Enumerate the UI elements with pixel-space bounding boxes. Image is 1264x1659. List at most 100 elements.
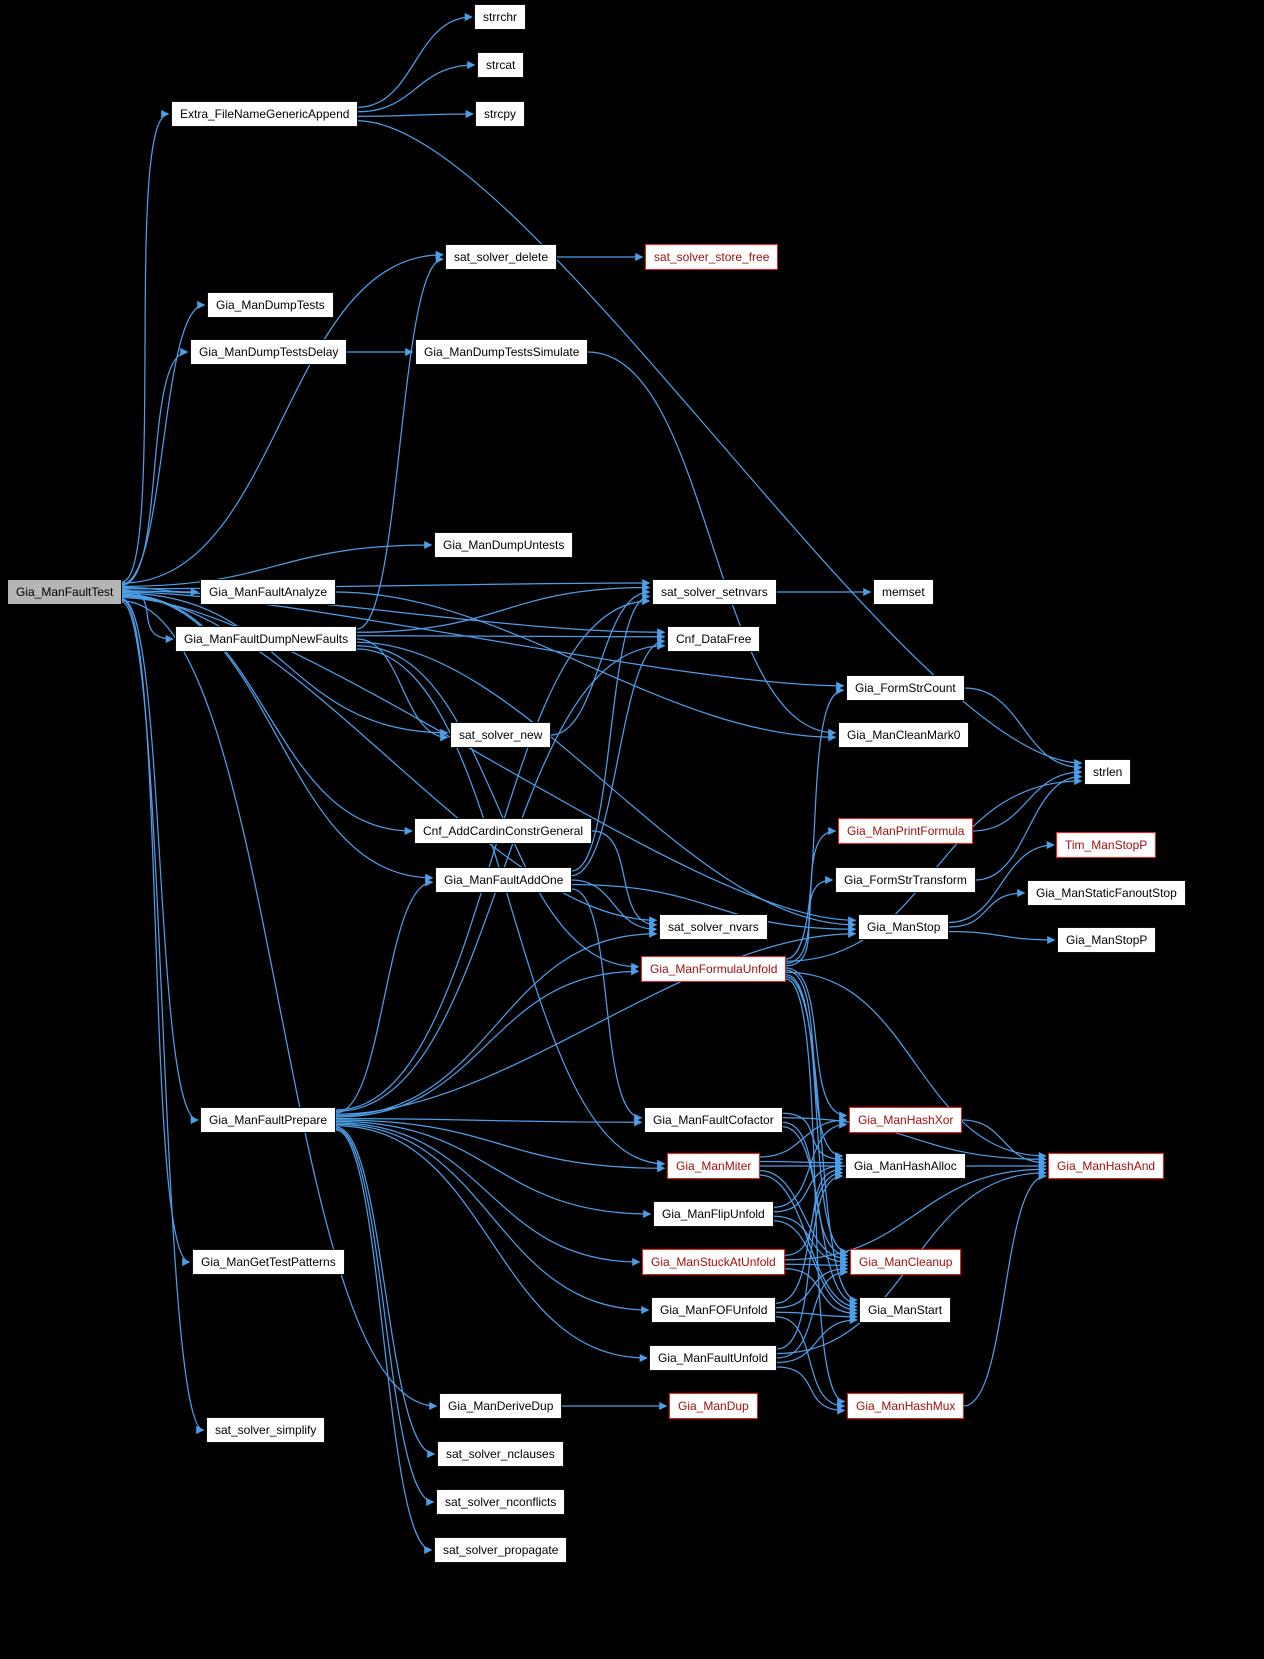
edge-Gia_ManFaultPrepare--Gia_ManStuckAtUnfold bbox=[335, 1122, 641, 1267]
node-sat_solver_propagate[interactable]: sat_solver_propagate bbox=[434, 1537, 568, 1563]
edge-Gia_ManStop--Gia_ManStopP bbox=[948, 930, 1056, 945]
edge-Gia_FormStrTransform--strlen bbox=[975, 772, 1083, 881]
edge-Gia_ManStop--Gia_ManStaticFanoutStop bbox=[948, 888, 1026, 928]
edge-Gia_ManFaultDumpNewFaults--sat_solver_delete bbox=[356, 255, 444, 630]
edge-Gia_ManFOFUnfold--Gia_ManHashAlloc bbox=[775, 1168, 844, 1304]
edge-Gia_ManFaultTest--sat_solver_simplify bbox=[121, 601, 205, 1434]
node-Gia_ManStaticFanoutStop[interactable]: Gia_ManStaticFanoutStop bbox=[1027, 880, 1186, 906]
node-Gia_ManHashAlloc[interactable]: Gia_ManHashAlloc bbox=[845, 1153, 966, 1179]
edge-Gia_ManHashMux--Gia_ManHashAnd bbox=[963, 1171, 1047, 1407]
edge-Gia_FormStrCount--strlen bbox=[964, 687, 1083, 772]
edge-Gia_ManFlipUnfold--Gia_ManCleanup bbox=[773, 1215, 849, 1267]
edge-Gia_ManFaultPrepare--Gia_ManFlipUnfold bbox=[335, 1120, 652, 1219]
node-strlen[interactable]: strlen bbox=[1084, 759, 1132, 785]
node-Gia_ManDumpTestsSimulate[interactable]: Gia_ManDumpTestsSimulate bbox=[415, 339, 589, 365]
node-Gia_ManMiter[interactable]: Gia_ManMiter bbox=[667, 1153, 761, 1179]
node-Gia_FormStrTransform[interactable]: Gia_FormStrTransform bbox=[835, 867, 976, 893]
edge-Gia_ManDumpTestsSimulate--Gia_ManCleanMark0 bbox=[587, 351, 837, 737]
node-Gia_ManFormulaUnfold[interactable]: Gia_ManFormulaUnfold bbox=[641, 956, 787, 982]
node-Gia_ManStart[interactable]: Gia_ManStart bbox=[859, 1297, 952, 1323]
edge-Gia_ManFaultPrepare--Gia_ManMiter bbox=[335, 1119, 666, 1173]
node-Gia_ManHashMux[interactable]: Gia_ManHashMux bbox=[847, 1393, 965, 1419]
edge-Gia_ManStuckAtUnfold--Gia_ManHashAnd bbox=[784, 1165, 1047, 1261]
node-sat_solver_delete[interactable]: sat_solver_delete bbox=[445, 244, 558, 270]
node-Gia_ManDumpTestsDelay[interactable]: Gia_ManDumpTestsDelay bbox=[190, 339, 348, 365]
edge-Gia_ManFaultPrepare--sat_solver_nvars bbox=[335, 929, 658, 1117]
node-Gia_ManFlipUnfold[interactable]: Gia_ManFlipUnfold bbox=[653, 1201, 774, 1227]
edge-Gia_ManFormulaUnfold--Gia_ManCleanup bbox=[785, 973, 849, 1257]
edge-Gia_ManFaultTest--Gia_ManFaultAddOne bbox=[121, 594, 434, 882]
node-Gia_ManGetTestPatterns[interactable]: Gia_ManGetTestPatterns bbox=[192, 1249, 345, 1275]
node-Gia_ManCleanMark0[interactable]: Gia_ManCleanMark0 bbox=[838, 722, 970, 748]
edge-Gia_ManFormulaUnfold--Gia_ManHashAnd bbox=[785, 971, 1047, 1161]
node-Gia_ManStopP[interactable]: Gia_ManStopP bbox=[1057, 927, 1157, 953]
node-Gia_ManFaultAnalyze[interactable]: Gia_ManFaultAnalyze bbox=[200, 579, 337, 605]
node-Gia_ManFaultCofactor[interactable]: Gia_ManFaultCofactor bbox=[644, 1107, 783, 1133]
edge-Gia_ManFaultAddOne--sat_solver_setnvars bbox=[571, 592, 651, 872]
edge-sat_solver_new--sat_solver_setnvars bbox=[550, 587, 651, 736]
edge-Gia_ManFormulaUnfold--Gia_ManHashMux bbox=[785, 978, 846, 1406]
edge-Cnf_AddCardinConstrGeneral--sat_solver_nvars bbox=[591, 830, 658, 929]
node-Gia_ManFaultDumpNewFaults[interactable]: Gia_ManFaultDumpNewFaults bbox=[175, 626, 358, 652]
edge-Gia_ManFaultUnfold--Gia_ManHashAlloc bbox=[776, 1171, 844, 1350]
edge-Gia_ManFaultUnfold--Gia_ManCleanup bbox=[776, 1267, 849, 1359]
edge-Gia_ManFormulaUnfold--Gia_ManHashXor bbox=[785, 967, 848, 1120]
edge-Gia_ManFaultUnfold--Gia_ManStart bbox=[776, 1315, 858, 1364]
node-Gia_ManFaultAddOne[interactable]: Gia_ManFaultAddOne bbox=[435, 867, 573, 893]
edge-Gia_ManFaultPrepare--Gia_ManFormulaUnfold bbox=[335, 967, 640, 1118]
edge-Gia_ManFaultPrepare--sat_solver_nconflicts bbox=[335, 1127, 435, 1507]
edge-Gia_ManFaultPrepare--Gia_ManFaultCofactor bbox=[335, 1117, 643, 1127]
edge-Gia_ManFOFUnfold--Gia_ManStart bbox=[775, 1311, 858, 1321]
edge-Gia_ManFaultPrepare--Gia_ManFaultAddOne bbox=[335, 878, 434, 1114]
edge-Gia_ManFaultTest--Gia_ManDumpTestsDelay bbox=[121, 347, 189, 586]
edge-Extra_FileNameGenericAppend--strcat bbox=[357, 60, 476, 113]
node-Cnf_DataFree[interactable]: Cnf_DataFree bbox=[667, 626, 761, 652]
node-Gia_ManFaultTest[interactable]: Gia_ManFaultTest bbox=[7, 579, 123, 605]
node-Gia_ManStuckAtUnfold[interactable]: Gia_ManStuckAtUnfold bbox=[642, 1249, 785, 1275]
node-sat_solver_setnvars[interactable]: sat_solver_setnvars bbox=[652, 579, 777, 605]
node-Gia_ManDumpTests[interactable]: Gia_ManDumpTests bbox=[207, 292, 334, 318]
edge-Gia_ManFaultAddOne--Cnf_DataFree bbox=[571, 637, 666, 877]
node-Tim_ManStopP[interactable]: Tim_ManStopP bbox=[1056, 832, 1157, 858]
node-sat_solver_nclauses[interactable]: sat_solver_nclauses bbox=[437, 1441, 564, 1467]
node-Gia_ManHashAnd[interactable]: Gia_ManHashAnd bbox=[1048, 1153, 1165, 1179]
node-sat_solver_store_free[interactable]: sat_solver_store_free bbox=[645, 244, 779, 270]
node-strrchr[interactable]: strrchr bbox=[474, 4, 526, 30]
edge-Gia_ManStop--Tim_ManStopP bbox=[948, 840, 1055, 924]
edge-Gia_ManFlipUnfold--Gia_ManHashAlloc bbox=[773, 1161, 844, 1213]
node-Gia_FormStrCount[interactable]: Gia_FormStrCount bbox=[846, 675, 965, 701]
node-Gia_ManCleanup[interactable]: Gia_ManCleanup bbox=[850, 1249, 962, 1275]
edge-Gia_ManFaultPrepare--sat_solver_nclauses bbox=[335, 1126, 436, 1459]
node-Gia_ManFOFUnfold[interactable]: Gia_ManFOFUnfold bbox=[651, 1297, 777, 1323]
edge-Gia_ManFlipUnfold--Gia_ManHashXor bbox=[773, 1120, 848, 1208]
node-Gia_ManDup[interactable]: Gia_ManDup bbox=[669, 1393, 758, 1419]
node-Gia_ManStop[interactable]: Gia_ManStop bbox=[858, 914, 950, 940]
node-memset[interactable]: memset bbox=[873, 579, 934, 605]
node-Extra_FileNameGenericAppend[interactable]: Extra_FileNameGenericAppend bbox=[171, 101, 359, 127]
node-Gia_ManDeriveDup[interactable]: Gia_ManDeriveDup bbox=[439, 1393, 563, 1419]
node-sat_solver_nconflicts[interactable]: sat_solver_nconflicts bbox=[436, 1489, 566, 1515]
edge-Gia_ManFaultTest--sat_solver_setnvars bbox=[121, 578, 651, 590]
edge-Gia_ManFaultTest--Gia_ManFaultPrepare bbox=[121, 598, 199, 1124]
node-sat_solver_new[interactable]: sat_solver_new bbox=[450, 722, 552, 748]
node-strcat[interactable]: strcat bbox=[477, 52, 525, 78]
edge-Gia_ManFaultDumpNewFaults--Gia_ManMiter bbox=[356, 648, 666, 1168]
node-Gia_ManFaultPrepare[interactable]: Gia_ManFaultPrepare bbox=[200, 1107, 337, 1133]
node-Gia_ManFaultUnfold[interactable]: Gia_ManFaultUnfold bbox=[649, 1345, 778, 1371]
edge-Gia_ManFaultTest--sat_solver_new bbox=[121, 592, 449, 737]
edge-Gia_ManFaultTest--Gia_ManGetTestPatterns bbox=[121, 599, 191, 1266]
node-Gia_ManHashXor[interactable]: Gia_ManHashXor bbox=[849, 1107, 963, 1133]
node-sat_solver_nvars[interactable]: sat_solver_nvars bbox=[659, 914, 768, 940]
edge-Gia_ManFaultPrepare--sat_solver_setnvars bbox=[335, 596, 651, 1111]
edge-Gia_ManFaultTest--Gia_ManDeriveDup bbox=[121, 600, 438, 1411]
node-Gia_ManDumpUntests[interactable]: Gia_ManDumpUntests bbox=[434, 532, 574, 558]
node-strcpy[interactable]: strcpy bbox=[475, 101, 526, 127]
node-Cnf_AddCardinConstrGeneral[interactable]: Cnf_AddCardinConstrGeneral bbox=[414, 818, 593, 844]
edge-Gia_ManFaultTest--sat_solver_nvars bbox=[121, 595, 658, 925]
edge-Gia_ManFaultPrepare--Gia_ManStop bbox=[335, 929, 857, 1115]
node-sat_solver_simplify[interactable]: sat_solver_simplify bbox=[206, 1417, 326, 1443]
edge-Gia_ManFaultDumpNewFaults--Gia_ManFormulaUnfold bbox=[356, 645, 640, 971]
edge-Gia_ManStuckAtUnfold--Gia_ManCleanup bbox=[784, 1261, 849, 1270]
edge-Gia_ManMiter--Gia_ManHashXor bbox=[759, 1115, 848, 1158]
node-Gia_ManPrintFormula[interactable]: Gia_ManPrintFormula bbox=[838, 818, 974, 844]
